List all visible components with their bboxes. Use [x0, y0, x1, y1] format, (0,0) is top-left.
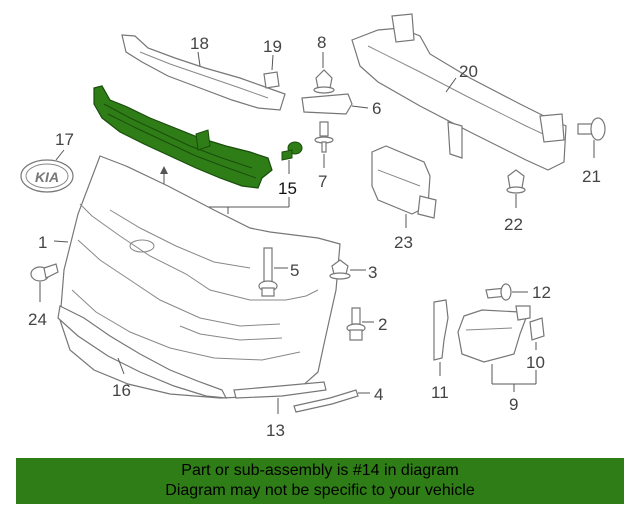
- part-22-nut[interactable]: [506, 169, 526, 194]
- callout-3: 3: [368, 263, 377, 282]
- leader-17: [55, 149, 65, 161]
- parts-diagram: 18 19 8 20 6 7: [20, 13, 606, 440]
- part-10-clip[interactable]: [529, 317, 545, 341]
- callout-8: 8: [317, 33, 326, 52]
- callout-21: 21: [582, 167, 601, 186]
- callout-20: 20: [459, 62, 478, 81]
- info-banner: Part or sub-assembly is #14 in diagram D…: [16, 458, 624, 504]
- leader-18: [197, 51, 201, 67]
- callout-23: 23: [394, 233, 413, 252]
- part-1-bumper-cover[interactable]: [59, 155, 341, 399]
- callout-16: 16: [112, 381, 131, 400]
- leader-1: [53, 240, 69, 243]
- part-21-bolt[interactable]: [577, 117, 606, 141]
- part-23-module[interactable]: [371, 145, 437, 219]
- part-11-side-bracket[interactable]: [433, 299, 449, 361]
- callout-4: 4: [374, 385, 383, 404]
- callout-9: 9: [509, 395, 518, 414]
- banner-line-2: Diagram may not be specific to your vehi…: [165, 482, 475, 499]
- callout-22: 22: [504, 215, 523, 234]
- callout-5: 5: [290, 261, 299, 280]
- part-9-support[interactable]: [457, 305, 531, 363]
- part-2-bolt[interactable]: [346, 307, 366, 341]
- part-3-nut[interactable]: [329, 259, 351, 280]
- emblem-logo-text: KIA: [35, 169, 59, 185]
- part-13-trim[interactable]: [233, 381, 327, 399]
- callout-13: 13: [266, 421, 285, 440]
- part-19-clip[interactable]: [263, 71, 280, 89]
- leader-19: [271, 54, 274, 71]
- part-16-molding[interactable]: [57, 305, 228, 399]
- part-24-clip[interactable]: [30, 263, 59, 282]
- part-8-nut[interactable]: [313, 69, 335, 94]
- leader-16: [117, 357, 125, 375]
- callout-7: 7: [318, 172, 327, 191]
- callout-15: 15: [278, 179, 297, 198]
- leader-20: [445, 77, 457, 93]
- part-12-bolt[interactable]: [485, 283, 512, 301]
- part-17-emblem[interactable]: KIA: [20, 159, 74, 193]
- part-15-screw[interactable]: [281, 141, 303, 161]
- leader-9: [491, 364, 537, 392]
- leader-6: [351, 105, 369, 109]
- callout-24: 24: [28, 310, 47, 329]
- part-4-strip[interactable]: [293, 389, 359, 413]
- callout-18: 18: [190, 34, 209, 53]
- part-5-bolt[interactable]: [258, 247, 278, 297]
- callout-1: 1: [38, 233, 47, 252]
- callout-6: 6: [372, 99, 381, 118]
- part-20-reinforcement[interactable]: [351, 13, 567, 171]
- part-7-bolt[interactable]: [314, 121, 334, 153]
- callout-10: 10: [526, 353, 545, 372]
- banner-line-1: Part or sub-assembly is #14 in diagram: [181, 462, 459, 479]
- part-14-grille[interactable]: [93, 85, 273, 189]
- part-6-bracket[interactable]: [301, 93, 353, 115]
- callout-11: 11: [431, 383, 449, 402]
- part-18-absorber[interactable]: [121, 34, 286, 111]
- callout-17: 17: [55, 130, 74, 149]
- callout-12: 12: [532, 283, 551, 302]
- callout-19: 19: [263, 37, 282, 56]
- callout-2: 2: [378, 315, 387, 334]
